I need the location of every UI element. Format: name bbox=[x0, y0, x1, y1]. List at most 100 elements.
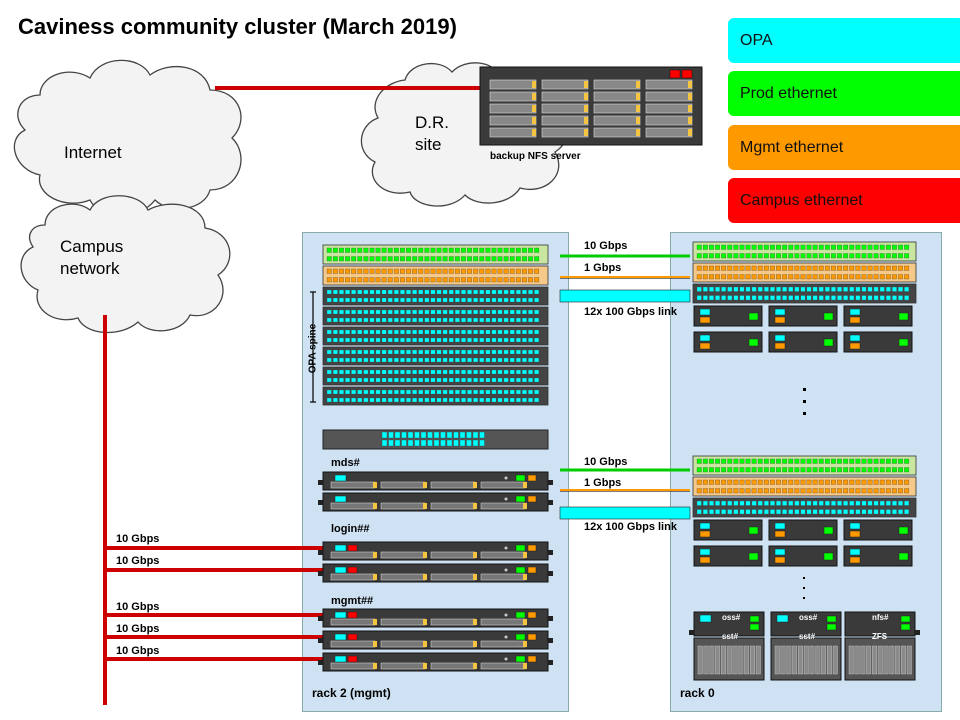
edge-port bbox=[414, 439, 420, 447]
switch-port bbox=[849, 467, 855, 473]
switch-port bbox=[763, 286, 769, 292]
switch-port bbox=[751, 253, 757, 259]
switch-port bbox=[363, 329, 369, 335]
switch-port bbox=[745, 479, 751, 485]
switch-port bbox=[745, 274, 751, 280]
drive-bay bbox=[430, 502, 476, 510]
switch-port bbox=[430, 289, 436, 295]
switch-port bbox=[326, 349, 332, 355]
switch-port bbox=[751, 488, 757, 494]
switch-port bbox=[400, 289, 405, 295]
switch-port bbox=[448, 349, 454, 355]
switch-port bbox=[782, 274, 788, 280]
switch-port bbox=[467, 268, 472, 274]
switch-port bbox=[339, 349, 344, 355]
switch-port bbox=[491, 329, 497, 335]
switch-port bbox=[467, 397, 472, 403]
switch-port bbox=[861, 274, 867, 280]
switch-port bbox=[522, 369, 527, 375]
switch-port bbox=[861, 467, 867, 473]
campus-port bbox=[347, 611, 358, 619]
switch-port bbox=[448, 247, 454, 253]
switch-port bbox=[733, 488, 739, 494]
switch-port bbox=[424, 357, 430, 363]
switch-port bbox=[806, 458, 812, 464]
oss-label-b: oss# bbox=[799, 613, 818, 622]
compute-node bbox=[768, 331, 838, 353]
switch-port bbox=[509, 268, 515, 274]
switch-port bbox=[824, 458, 830, 464]
switch-port bbox=[326, 377, 332, 383]
switch-port bbox=[406, 397, 411, 403]
switch-port bbox=[763, 265, 769, 271]
bay-led bbox=[423, 552, 427, 558]
switch-port bbox=[473, 377, 479, 383]
switch-port bbox=[381, 309, 387, 315]
switch-port bbox=[430, 317, 436, 323]
drive-bay bbox=[330, 662, 376, 670]
switch-port bbox=[461, 256, 466, 262]
nfs-bay-led bbox=[584, 117, 588, 124]
switch-port bbox=[745, 253, 751, 259]
switch-port bbox=[873, 244, 879, 250]
prod-port bbox=[826, 615, 837, 623]
switch-port bbox=[824, 467, 830, 473]
switch-port bbox=[515, 317, 521, 323]
drive-bay bbox=[330, 640, 376, 648]
switch-port bbox=[412, 377, 418, 383]
switch-port bbox=[879, 244, 885, 250]
jbod-disk bbox=[798, 645, 803, 675]
switch-port bbox=[898, 244, 903, 250]
nfs-drive-bay bbox=[593, 91, 641, 102]
switch-port bbox=[345, 357, 350, 363]
switch-port bbox=[824, 295, 830, 301]
opa-spine-switch bbox=[322, 326, 549, 346]
switch-port bbox=[739, 467, 745, 473]
switch-port bbox=[873, 295, 879, 301]
switch-port bbox=[363, 317, 369, 323]
compute-node bbox=[843, 545, 913, 567]
switch-port bbox=[776, 458, 781, 464]
switch-port bbox=[892, 479, 897, 485]
switch-port bbox=[818, 509, 824, 515]
switch-port bbox=[849, 286, 855, 292]
drive-bay bbox=[430, 573, 476, 581]
switch-port bbox=[442, 349, 448, 355]
switch-port bbox=[467, 309, 472, 315]
switch-port bbox=[879, 295, 885, 301]
switch-port bbox=[473, 289, 479, 295]
mds-label: mds# bbox=[331, 457, 360, 469]
switch-port bbox=[369, 389, 375, 395]
switch-port bbox=[387, 289, 393, 295]
switch-port bbox=[867, 509, 873, 515]
switch-port bbox=[357, 309, 363, 315]
switch-port bbox=[467, 377, 472, 383]
switch-port bbox=[442, 317, 448, 323]
switch-port bbox=[393, 277, 399, 283]
switch-port bbox=[448, 337, 454, 343]
switch-port bbox=[770, 244, 775, 250]
switch-port bbox=[788, 509, 794, 515]
switch-port bbox=[528, 317, 533, 323]
switch-port bbox=[885, 458, 891, 464]
indicator bbox=[504, 613, 508, 617]
drive-bay bbox=[380, 551, 426, 559]
bay-led bbox=[473, 574, 477, 580]
switch-port bbox=[479, 357, 485, 363]
switch-port bbox=[892, 509, 897, 515]
switch-port bbox=[855, 458, 861, 464]
switch-port bbox=[461, 317, 466, 323]
drive-bay bbox=[380, 618, 426, 626]
switch-port bbox=[418, 277, 424, 283]
jbod-disk bbox=[821, 645, 827, 675]
switch-port bbox=[479, 247, 485, 253]
switch-port bbox=[788, 286, 794, 292]
switch-port bbox=[357, 397, 363, 403]
opa-port bbox=[699, 548, 711, 556]
edge-port bbox=[433, 431, 440, 439]
switch-port bbox=[843, 509, 849, 515]
switch-port bbox=[696, 458, 702, 464]
mgmt-port bbox=[527, 633, 537, 641]
switch-port bbox=[509, 389, 515, 395]
switch-port bbox=[503, 397, 509, 403]
